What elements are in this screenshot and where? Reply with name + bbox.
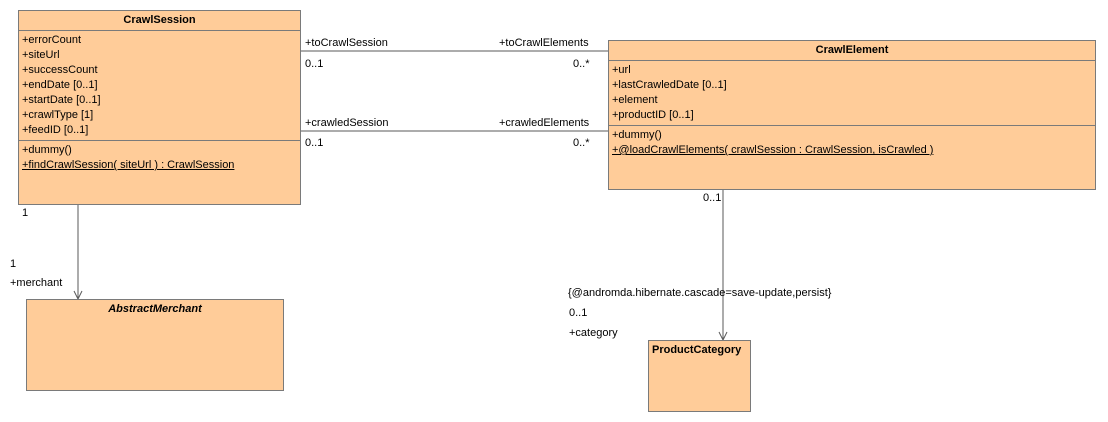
attribute: +startDate [0..1] xyxy=(22,94,101,106)
multiplicity-label: 0..1 xyxy=(703,192,722,204)
attribute-list: +errorCount +siteUrl +successCount +endD… xyxy=(19,31,300,141)
attribute: +url xyxy=(612,64,631,76)
multiplicity-label: 1 xyxy=(10,258,17,270)
class-crawl-element[interactable]: CrawlElement +url +lastCrawledDate [0..1… xyxy=(608,40,1096,190)
attribute: +siteUrl xyxy=(22,49,60,61)
role-label: +category xyxy=(569,327,618,339)
class-product-category[interactable]: ProductCategory xyxy=(648,340,751,412)
multiplicity-label: 1 xyxy=(22,207,29,219)
attribute: +feedID [0..1] xyxy=(22,124,89,136)
class-abstract-merchant[interactable]: AbstractMerchant xyxy=(26,299,284,391)
tagged-value-label: {@andromda.hibernate.cascade=save-update… xyxy=(568,287,832,299)
operation-list: +dummy() +findCrawlSession( siteUrl ) : … xyxy=(19,141,300,175)
attribute: +crawlType [1] xyxy=(22,109,94,121)
multiplicity-label: 0..1 xyxy=(305,58,324,70)
operation-static: +findCrawlSession( siteUrl ) : CrawlSess… xyxy=(22,159,235,171)
multiplicity-label: 0..1 xyxy=(305,137,324,149)
multiplicity-label: 0..* xyxy=(573,58,590,70)
attribute: +successCount xyxy=(22,64,98,76)
multiplicity-label: 0..1 xyxy=(569,307,588,319)
attribute: +endDate [0..1] xyxy=(22,79,98,91)
class-name: AbstractMerchant xyxy=(108,303,202,315)
operation-list: +dummy() +@loadCrawlElements( crawlSessi… xyxy=(609,126,1095,160)
operation: +dummy() xyxy=(612,129,662,141)
role-label: +toCrawlSession xyxy=(305,37,388,49)
class-crawl-session[interactable]: CrawlSession +errorCount +siteUrl +succe… xyxy=(18,10,301,205)
attribute: +lastCrawledDate [0..1] xyxy=(612,79,727,91)
multiplicity-label: 0..* xyxy=(573,137,590,149)
attribute: +productID [0..1] xyxy=(612,109,694,121)
role-label: +crawledElements xyxy=(499,117,590,129)
operation-static: +@loadCrawlElements( crawlSession : Craw… xyxy=(612,144,934,156)
class-name: ProductCategory xyxy=(652,344,742,356)
attribute: +errorCount xyxy=(22,34,82,46)
attribute: +element xyxy=(612,94,658,106)
attribute-list: +url +lastCrawledDate [0..1] +element +p… xyxy=(609,61,1095,126)
operation: +dummy() xyxy=(22,144,72,156)
role-label: +merchant xyxy=(10,277,63,289)
class-name: CrawlSession xyxy=(19,11,300,31)
class-name: CrawlElement xyxy=(609,41,1095,61)
role-label: +crawledSession xyxy=(305,117,389,129)
role-label: +toCrawlElements xyxy=(499,37,589,49)
